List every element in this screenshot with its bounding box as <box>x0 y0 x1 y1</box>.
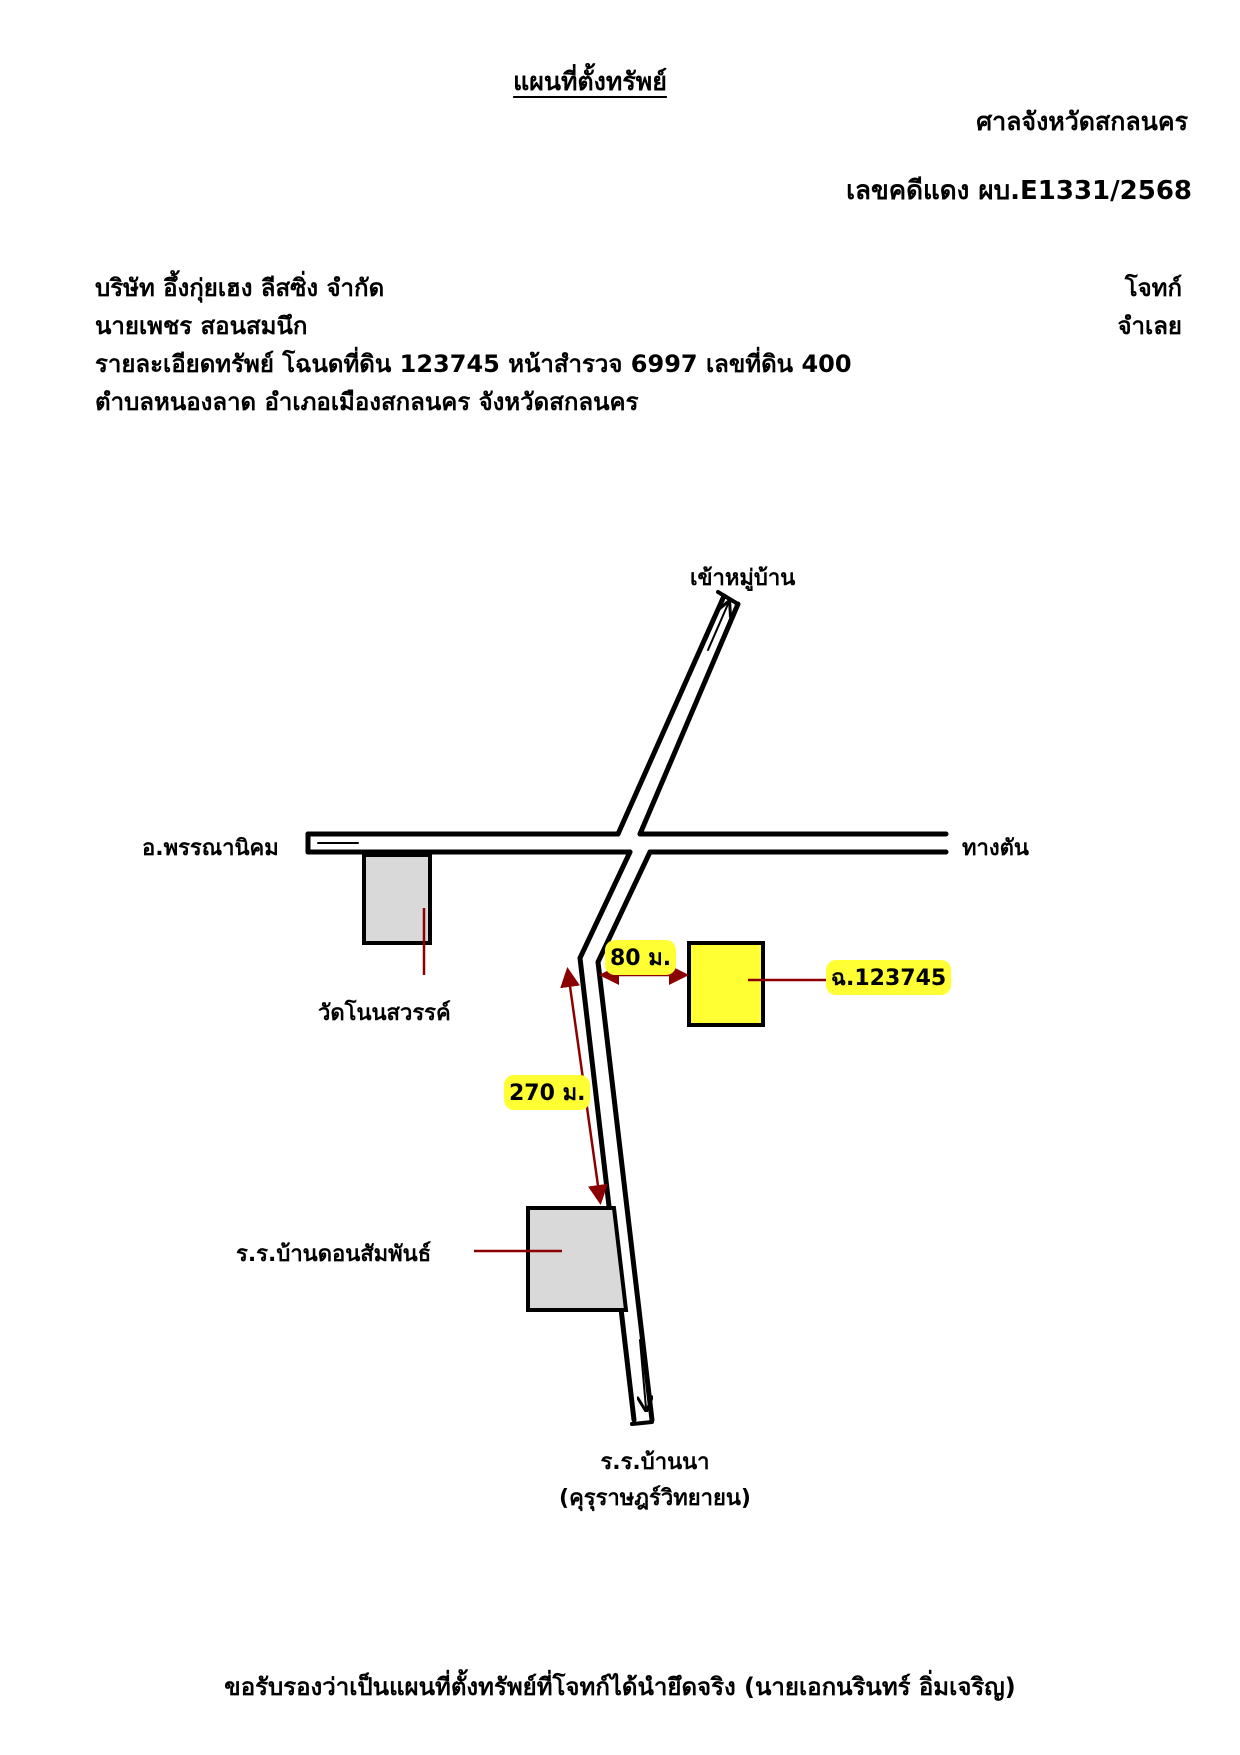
label-east: ทางตัน <box>962 836 1029 861</box>
label-school-south: ร.ร.บ้านนา <box>600 1450 710 1475</box>
label-temple: วัดโนนสวรรค์ <box>318 1001 451 1026</box>
horizontal-road <box>305 831 949 855</box>
property-plot <box>687 941 765 1027</box>
label-north: เข้าหมู่บ้าน <box>690 566 796 591</box>
case-number: เลขคดีแดง ผบ.E1331/2568 <box>846 176 1192 206</box>
certification-text: ขอรับรองว่าเป็นแผนที่ตั้งทรัพย์ที่โจทก์ไ… <box>224 1673 1016 1701</box>
plaintiff-name: บริษัท อึ้งกุ่ยเฮง ลีสซิ่ง จำกัด <box>95 274 385 302</box>
page-title: แผนที่ตั้งทรัพย์ <box>513 67 667 96</box>
defendant-role: จำเลย <box>1117 312 1182 340</box>
label-school-south-subtitle: (คุรุราษฎร์วิทยายน) <box>559 1486 751 1511</box>
defendant-name: นายเพชร สอนสมนึก <box>95 312 308 340</box>
label-school-near: ร.ร.บ้านดอนสัมพันธ์ <box>236 1242 432 1267</box>
school-building <box>526 1206 629 1312</box>
property-location: ตำบลหนองลาด อำเภอเมืองสกลนคร จังหวัดสกลน… <box>95 388 639 416</box>
label-west: อ.พรรณานิคม <box>142 836 279 861</box>
main-road <box>577 590 741 1426</box>
label-distance-school: 270 ม. <box>504 1075 591 1110</box>
label-plot: ฉ.123745 <box>826 960 952 995</box>
plaintiff-role: โจทก์ <box>1124 274 1182 302</box>
property-details: รายละเอียดทรัพย์ โฉนดที่ดิน 123745 หน้าส… <box>95 350 852 378</box>
court-name: ศาลจังหวัดสกลนคร <box>976 107 1188 136</box>
label-distance-plot: 80 ม. <box>605 940 677 975</box>
temple-building <box>362 853 432 945</box>
